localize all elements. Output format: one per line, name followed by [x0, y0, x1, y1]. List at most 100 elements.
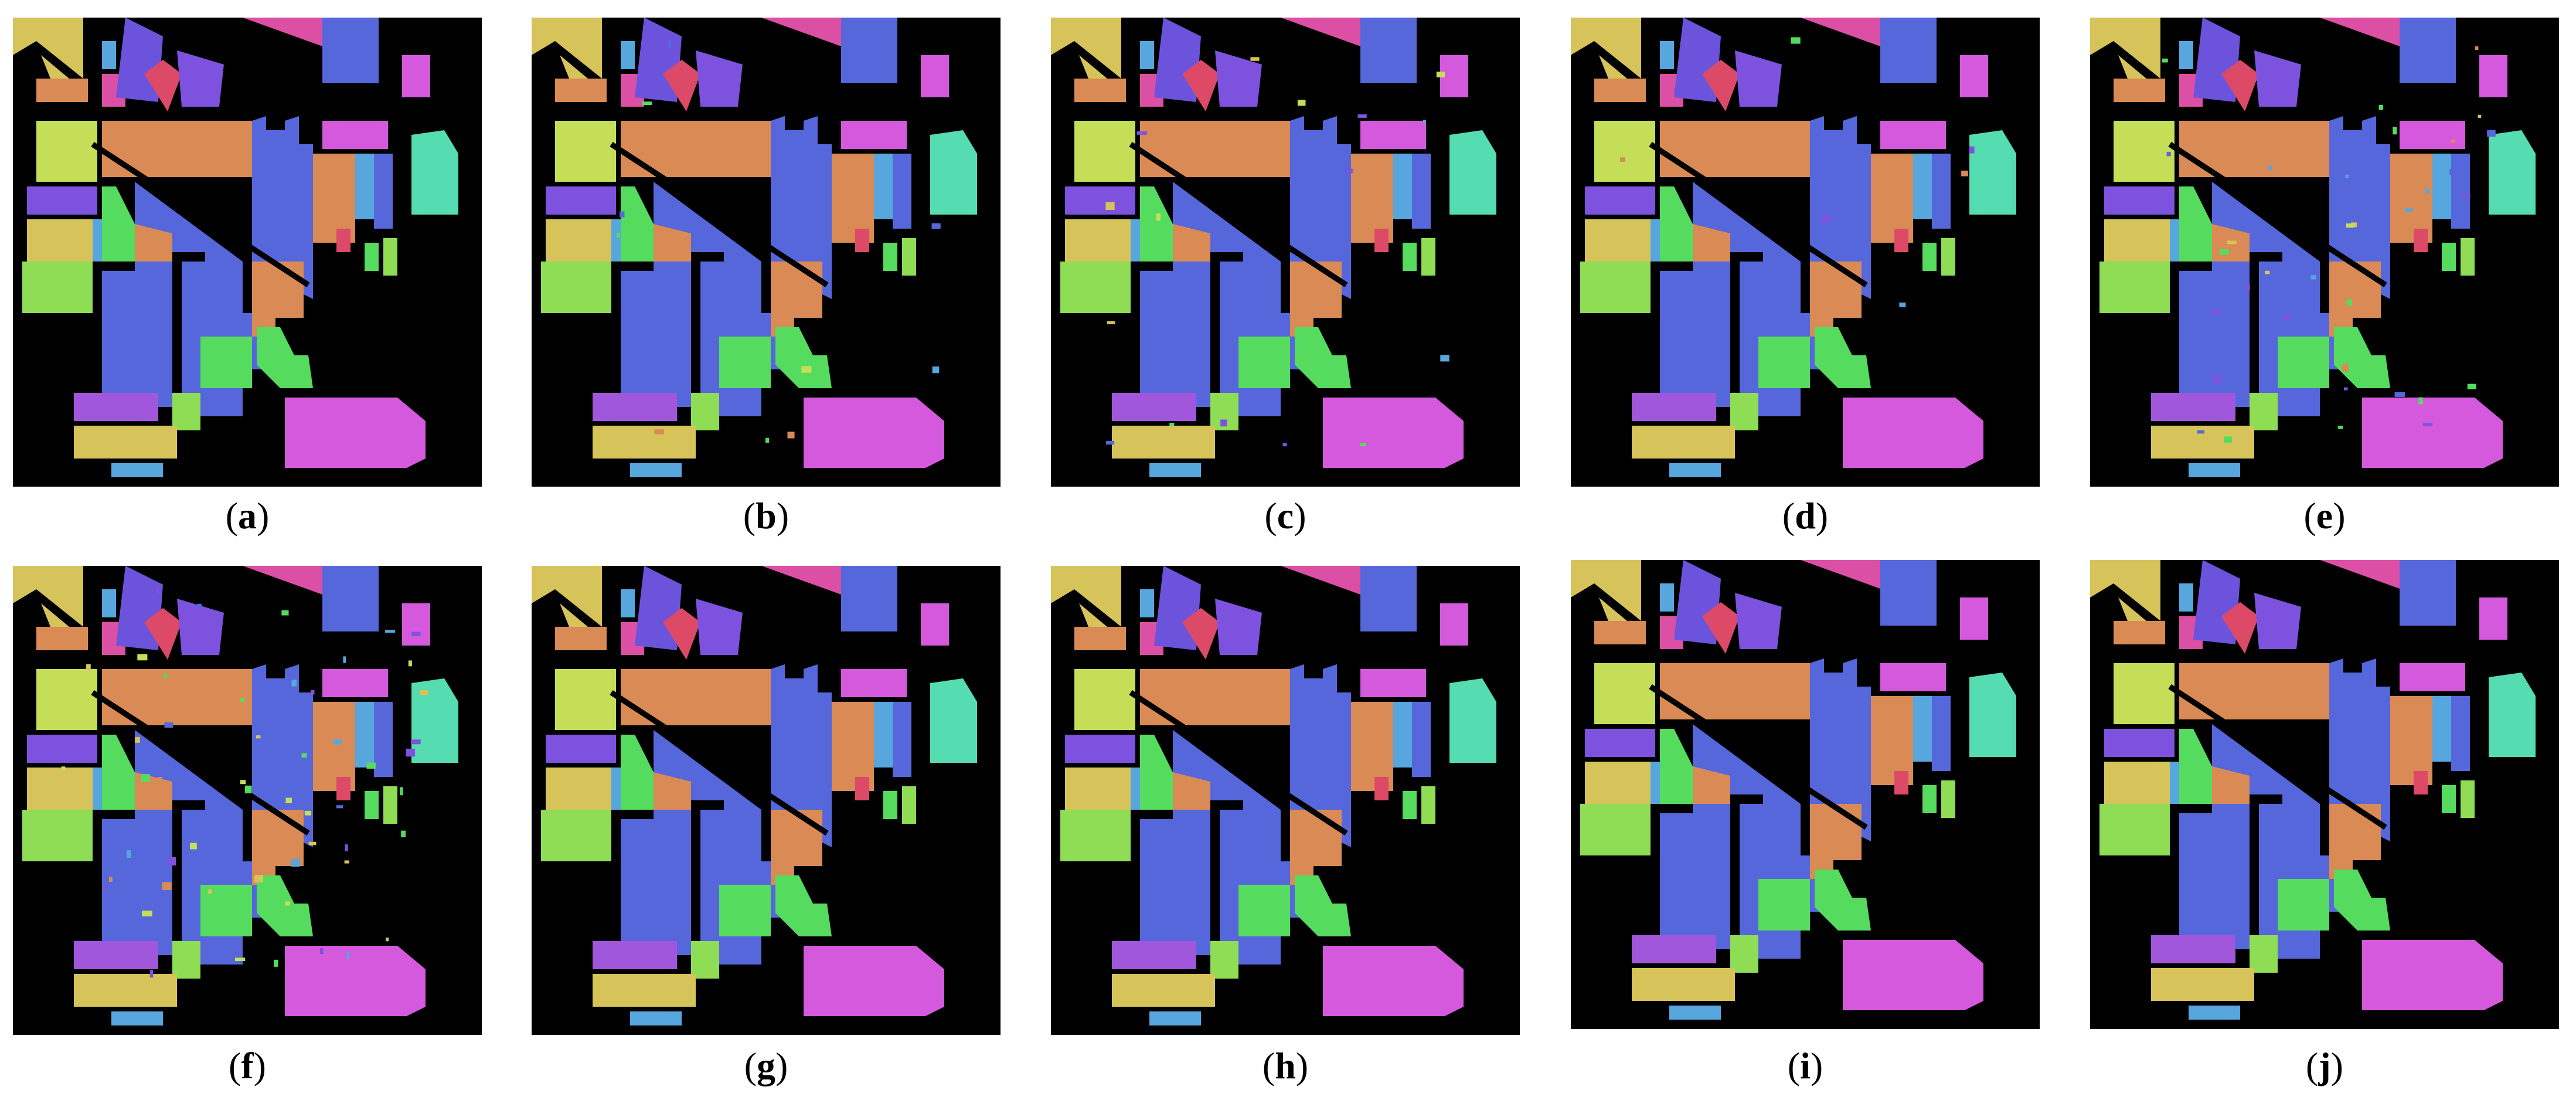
map-panel-g — [532, 566, 1001, 1035]
misclassified-pixel — [1961, 171, 1968, 176]
misclassified-pixel — [256, 735, 261, 739]
map-region-teal — [930, 678, 977, 763]
map-region-light_blue — [355, 154, 374, 219]
map-region-light_blue — [2179, 41, 2193, 69]
map-region-lime — [555, 121, 616, 182]
misclassified-pixel — [856, 49, 863, 56]
map-region-orange — [654, 224, 691, 262]
map-region-light_blue — [1149, 1011, 1201, 1025]
classification-map-a — [13, 18, 482, 487]
map-region-blue — [2400, 18, 2456, 83]
misclassified-pixel — [1899, 303, 1906, 307]
map-region-blue — [322, 18, 379, 83]
map-region-light_green — [1730, 393, 1758, 430]
map-region-orange — [1871, 696, 1913, 785]
map-region-light_blue — [1140, 589, 1154, 617]
misclassified-pixel — [2424, 189, 2429, 193]
misclassified-pixel — [2449, 168, 2456, 175]
misclassified-pixel — [1346, 168, 1353, 174]
map-region-blue — [1932, 696, 1951, 771]
map-region-light_green — [902, 238, 916, 276]
misclassified-pixel — [366, 762, 376, 769]
misclassified-pixel — [2166, 151, 2171, 157]
misclassified-pixel — [163, 673, 168, 678]
map-boundary-line — [2168, 141, 2387, 288]
classification-map-c — [1051, 18, 1520, 487]
map-region-blue — [2329, 658, 2390, 841]
map-region-orange — [1594, 79, 1646, 102]
misclassified-pixel — [141, 774, 150, 782]
map-region-teal — [1449, 678, 1496, 763]
map-region-magenta — [841, 121, 907, 149]
map-region-green — [365, 243, 379, 271]
misclassified-pixel — [401, 830, 406, 837]
map-region-blue — [893, 154, 911, 229]
misclassified-pixel — [801, 366, 812, 373]
map-region-blue — [374, 154, 393, 229]
map-region-red — [855, 777, 869, 800]
map-panel-e — [2090, 18, 2559, 487]
map-region-red — [144, 608, 182, 660]
misclassified-pixel — [346, 951, 350, 959]
map-region-magenta — [1323, 398, 1464, 468]
map-region-red — [1182, 608, 1220, 660]
map-panel-b — [532, 18, 1001, 487]
map-region-red — [1894, 771, 1908, 794]
misclassified-pixel — [385, 630, 395, 633]
map-region-orange — [1594, 621, 1646, 644]
misclassified-pixel — [2197, 430, 2205, 434]
map-region-green — [2442, 243, 2456, 271]
map-region-red — [855, 229, 869, 252]
map-region-magenta — [1360, 121, 1426, 149]
map-region-yellow — [1051, 566, 1121, 627]
map-region-orange — [621, 669, 771, 725]
caption-g: (g) — [744, 1045, 788, 1086]
misclassified-pixel — [654, 429, 665, 434]
map-region-yellow — [546, 768, 616, 810]
map-region-magenta — [322, 669, 388, 697]
map-boundary-line — [1129, 141, 1348, 288]
map-region-magenta — [2362, 398, 2503, 468]
misclassified-pixel — [2210, 309, 2220, 314]
misclassified-pixel — [2268, 165, 2272, 170]
map-region-violet — [696, 599, 743, 655]
map-region-lime — [2114, 663, 2175, 724]
misclassified-pixel — [2227, 240, 2237, 245]
map-region-red — [336, 229, 351, 252]
map-region-light_blue — [1669, 463, 1721, 477]
map-region-light_blue — [2189, 463, 2240, 477]
map-region-orange — [135, 224, 172, 262]
map-panel-i — [1571, 560, 2040, 1029]
map-region-light_green — [2250, 393, 2278, 430]
map-region-blue — [1412, 702, 1431, 777]
map-region-yellow — [2090, 560, 2160, 621]
map-region-red — [336, 777, 351, 800]
misclassified-pixel — [301, 753, 307, 758]
map-region-green — [621, 186, 654, 262]
map-region-light_green — [2461, 238, 2475, 276]
map-region-red — [663, 608, 700, 660]
misclassified-pixel — [285, 797, 292, 803]
map-region-orange — [313, 154, 355, 243]
map-region-light_blue — [102, 589, 116, 617]
misclassified-pixel — [2213, 375, 2221, 383]
map-region-magenta — [1960, 55, 1988, 97]
misclassified-pixel — [1105, 202, 1115, 210]
map-region-blue — [771, 116, 832, 299]
map-region-yellow — [13, 18, 83, 79]
misclassified-pixel — [787, 432, 795, 439]
map-region-red — [2414, 771, 2428, 794]
misclassified-pixel — [1282, 443, 1287, 447]
classification-map-b — [532, 18, 1001, 487]
misclassified-pixel — [2337, 426, 2343, 429]
map-region-green — [1660, 186, 1693, 262]
map-region-yellow — [1051, 18, 1121, 79]
map-boundary-line — [1649, 141, 1868, 288]
map-region-green — [883, 243, 897, 271]
map-region-green — [2179, 729, 2212, 804]
map-region-light_blue — [1669, 1006, 1721, 1020]
map-boundary-line — [1649, 684, 1868, 830]
map-region-blue — [1810, 116, 1871, 299]
map-region-light_blue — [1149, 463, 1201, 477]
map-region-light_blue — [111, 463, 163, 477]
